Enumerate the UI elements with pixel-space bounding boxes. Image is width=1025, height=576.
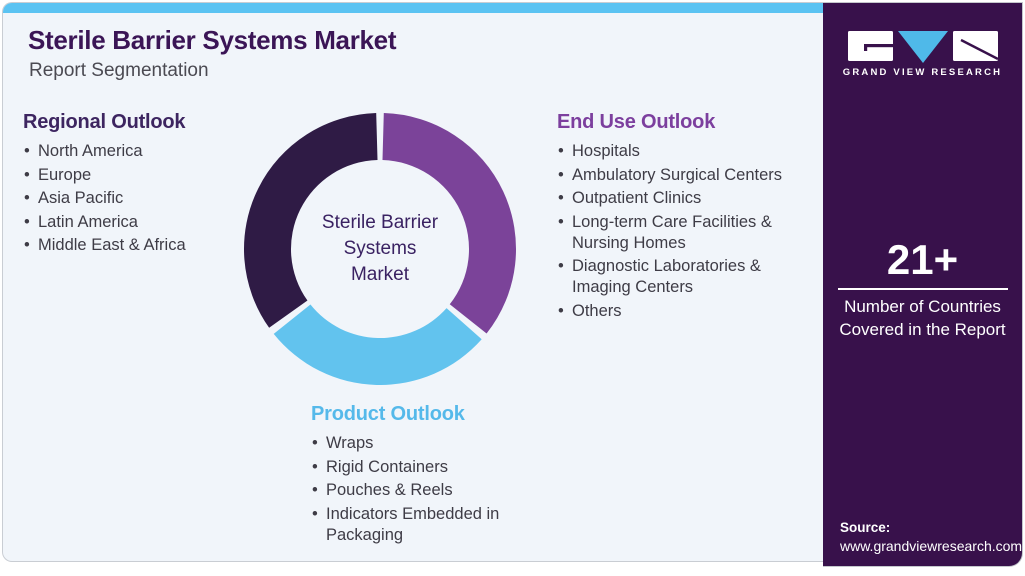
list-item: Pouches & Reels	[311, 480, 511, 501]
list-item: Rigid Containers	[311, 457, 511, 478]
list-item: Hospitals	[557, 141, 815, 162]
end-use-outlook-list: HospitalsAmbulatory Surgical CentersOutp…	[557, 141, 815, 322]
list-item: Indicators Embedded in Packaging	[311, 504, 511, 546]
regional-outlook-title: Regional Outlook	[23, 111, 186, 133]
donut-chart: Sterile Barrier Systems Market	[228, 97, 532, 401]
list-item: Latin America	[23, 212, 263, 233]
logo-g-block	[848, 31, 893, 61]
regional-outlook-section: Regional Outlook North AmericaEuropeAsia…	[23, 111, 263, 259]
end-use-outlook-section: End Use Outlook HospitalsAmbulatory Surg…	[557, 111, 815, 324]
source-label: Source:	[840, 520, 891, 535]
page-subtitle: Report Segmentation	[29, 60, 209, 81]
donut-segment-product	[273, 304, 482, 386]
donut-segment-end-use	[382, 113, 517, 334]
list-item: North America	[23, 141, 263, 162]
sidebar: GRAND VIEW RESEARCH 21+ Number of Countr…	[823, 2, 1023, 567]
product-outlook-title: Product Outlook	[311, 403, 465, 425]
list-item: Outpatient Clinics	[557, 188, 815, 209]
list-item: Middle East & Africa	[23, 235, 263, 256]
donut-center-label: Sterile Barrier Systems Market	[321, 212, 439, 285]
stat-divider	[838, 288, 1008, 290]
countries-stat-caption: Number of Countries Covered in the Repor…	[839, 297, 1006, 339]
list-item: Long-term Care Facilities & Nursing Home…	[557, 212, 815, 254]
list-item: Asia Pacific	[23, 188, 263, 209]
regional-outlook-list: North AmericaEuropeAsia PacificLatin Ame…	[23, 141, 263, 256]
list-item: Diagnostic Laboratories & Imaging Center…	[557, 256, 815, 298]
product-outlook-list: WrapsRigid ContainersPouches & ReelsIndi…	[311, 433, 511, 546]
donut-segment-regional	[243, 113, 378, 328]
product-outlook-section: Product Outlook WrapsRigid ContainersPou…	[311, 403, 511, 548]
list-item: Ambulatory Surgical Centers	[557, 165, 815, 186]
list-item: Others	[557, 301, 815, 322]
list-item: Europe	[23, 165, 263, 186]
logo-v-triangle	[898, 31, 948, 63]
report-card: Sterile Barrier Systems Market Report Se…	[2, 2, 823, 562]
countries-stat-value: 21+	[886, 236, 959, 283]
source-url: www.grandviewresearch.com	[840, 538, 1023, 554]
logo-r-block	[953, 31, 998, 61]
gvr-logo	[848, 31, 998, 63]
page-title: Sterile Barrier Systems Market	[28, 25, 397, 55]
source-block: Source: www.grandviewresearch.com	[840, 520, 1022, 554]
top-accent-bar	[3, 3, 823, 13]
donut-chart-svg	[243, 113, 517, 386]
logo-wordmark: GRAND VIEW RESEARCH	[842, 67, 1003, 78]
list-item: Wraps	[311, 433, 511, 454]
end-use-outlook-title: End Use Outlook	[557, 111, 716, 133]
